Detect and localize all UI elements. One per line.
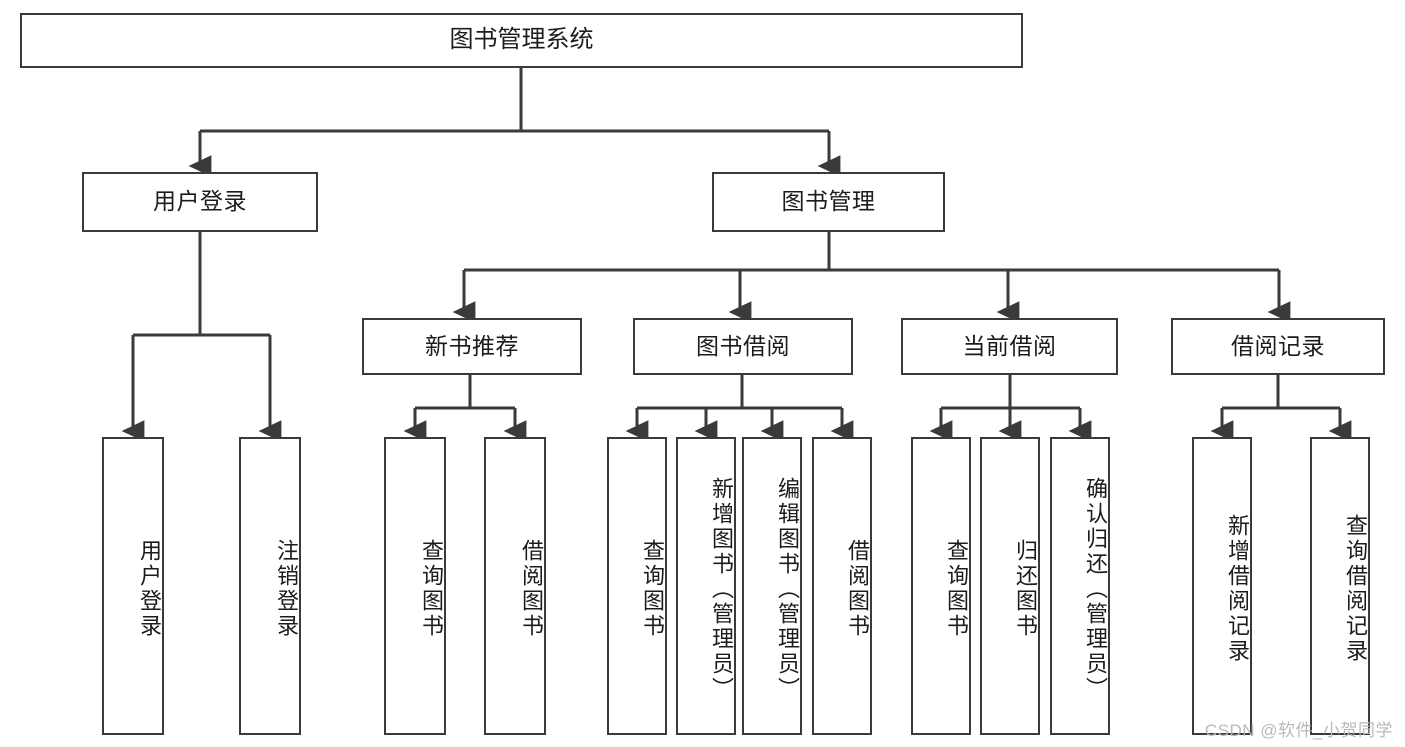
- node-label: 查询图书: [944, 539, 969, 639]
- node-label: 图书管理系统: [449, 26, 594, 54]
- watermark-text: CSDN @软件_小贺同学: [1204, 721, 1393, 740]
- leaf-user-login-logout[interactable]: 注销登录: [239, 437, 301, 735]
- node-label: 图书借阅: [696, 332, 790, 359]
- leaf-book-borrow-query[interactable]: 查询图书: [607, 437, 667, 735]
- leaf-new-book-borrow[interactable]: 借阅图书: [484, 437, 546, 735]
- node-label: 新增图书（管理员）: [709, 476, 734, 702]
- leaf-user-login-login[interactable]: 用户登录: [102, 437, 164, 735]
- node-current-borrow[interactable]: 当前借阅: [901, 318, 1118, 375]
- node-label: 图书管理: [781, 188, 876, 215]
- node-book-borrow[interactable]: 图书借阅: [633, 318, 853, 375]
- node-label: 编辑图书（管理员）: [775, 476, 800, 702]
- leaf-current-borrow-confirm[interactable]: 确认归还（管理员）: [1050, 437, 1110, 735]
- node-label: 查询图书: [419, 539, 444, 639]
- node-label: 用户登录: [153, 188, 247, 215]
- node-label: 借阅图书: [845, 539, 870, 639]
- node-label: 新书推荐: [425, 332, 519, 359]
- leaf-current-borrow-return[interactable]: 归还图书: [980, 437, 1040, 735]
- node-label: 借阅图书: [519, 539, 544, 639]
- leaf-book-borrow-add[interactable]: 新增图书（管理员）: [676, 437, 736, 735]
- leaf-borrow-record-query[interactable]: 查询借阅记录: [1310, 437, 1370, 735]
- leaf-current-borrow-query[interactable]: 查询图书: [911, 437, 971, 735]
- node-label: 确认归还（管理员）: [1083, 476, 1108, 702]
- node-label: 注销登录: [274, 539, 299, 639]
- node-label: 用户登录: [137, 539, 162, 639]
- node-label: 查询图书: [640, 539, 665, 639]
- node-label: 查询借阅记录: [1343, 514, 1368, 664]
- leaf-borrow-record-add[interactable]: 新增借阅记录: [1192, 437, 1252, 735]
- node-label: 新增借阅记录: [1225, 514, 1250, 664]
- node-new-book-recommend[interactable]: 新书推荐: [362, 318, 582, 375]
- node-root-system[interactable]: 图书管理系统: [20, 13, 1023, 68]
- leaf-new-book-query[interactable]: 查询图书: [384, 437, 446, 735]
- node-user-login[interactable]: 用户登录: [82, 172, 318, 232]
- node-label: 归还图书: [1013, 539, 1038, 639]
- node-label: 当前借阅: [962, 332, 1057, 359]
- leaf-book-borrow-edit[interactable]: 编辑图书（管理员）: [742, 437, 802, 735]
- leaf-book-borrow-borrow[interactable]: 借阅图书: [812, 437, 872, 735]
- node-borrow-record[interactable]: 借阅记录: [1171, 318, 1385, 375]
- node-label: 借阅记录: [1231, 332, 1325, 359]
- node-book-management[interactable]: 图书管理: [712, 172, 945, 232]
